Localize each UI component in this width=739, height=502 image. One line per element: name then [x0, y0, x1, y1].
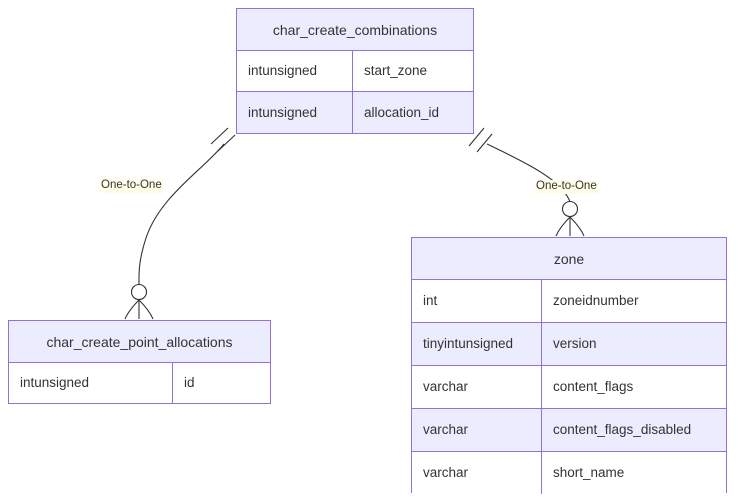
attribute-name: allocation_id [364, 104, 440, 120]
entity-title: char_create_point_allocations [9, 321, 270, 363]
relationship-label-right: One-to-One [535, 180, 598, 194]
attribute-type: varchar [412, 366, 542, 408]
attribute-name: start_zone [364, 63, 428, 79]
entity-attribute-row: intunsigned allocation_id [237, 92, 473, 133]
attribute-name: content_flags_disabled [553, 422, 692, 438]
relationship-edge-combinations-to-point-allocations [124, 127, 236, 320]
cardinality-zero-or-many-marker [124, 283, 154, 320]
attribute-name: short_name [553, 465, 625, 481]
relationship-edge-combinations-to-zone [468, 127, 585, 237]
cardinality-exactly-one-marker [468, 127, 493, 153]
attribute-name: id [184, 375, 195, 391]
attribute-type: varchar [412, 452, 542, 494]
entity-attribute-row: intunsigned start_zone [237, 51, 473, 92]
entity-title: char_create_combinations [237, 9, 473, 51]
attribute-type: int [412, 280, 542, 322]
entity-attribute-row: varchar content_flags_disabled [412, 409, 726, 452]
attribute-type: intunsigned [237, 92, 353, 133]
relationship-line [138, 143, 225, 285]
attribute-type: intunsigned [237, 51, 353, 91]
attribute-type: varchar [412, 409, 542, 451]
entity-attribute-row: varchar short_name [412, 452, 726, 494]
entity-title: zone [412, 238, 726, 280]
cardinality-zero-or-many-marker [555, 200, 585, 237]
entity-attribute-row: intunsigned id [9, 363, 270, 403]
attribute-type: tinyintunsigned [412, 323, 542, 365]
entity-attribute-row: tinyintunsigned version [412, 323, 726, 366]
entity-zone[interactable]: zone int zoneidnumber tinyintunsigned ve… [411, 237, 727, 494]
entity-attribute-row: int zoneidnumber [412, 280, 726, 323]
entity-attribute-row: varchar content_flags [412, 366, 726, 409]
relationship-label-left: One-to-One [100, 179, 163, 193]
attribute-name: content_flags [553, 379, 634, 395]
entity-char-create-combinations[interactable]: char_create_combinations intunsigned sta… [236, 8, 474, 134]
attribute-name: zoneidnumber [553, 293, 639, 309]
entity-char-create-point-allocations[interactable]: char_create_point_allocations intunsigne… [8, 320, 271, 404]
cardinality-exactly-one-marker [210, 127, 236, 152]
attribute-type: intunsigned [9, 363, 173, 403]
attribute-name: version [553, 336, 597, 352]
